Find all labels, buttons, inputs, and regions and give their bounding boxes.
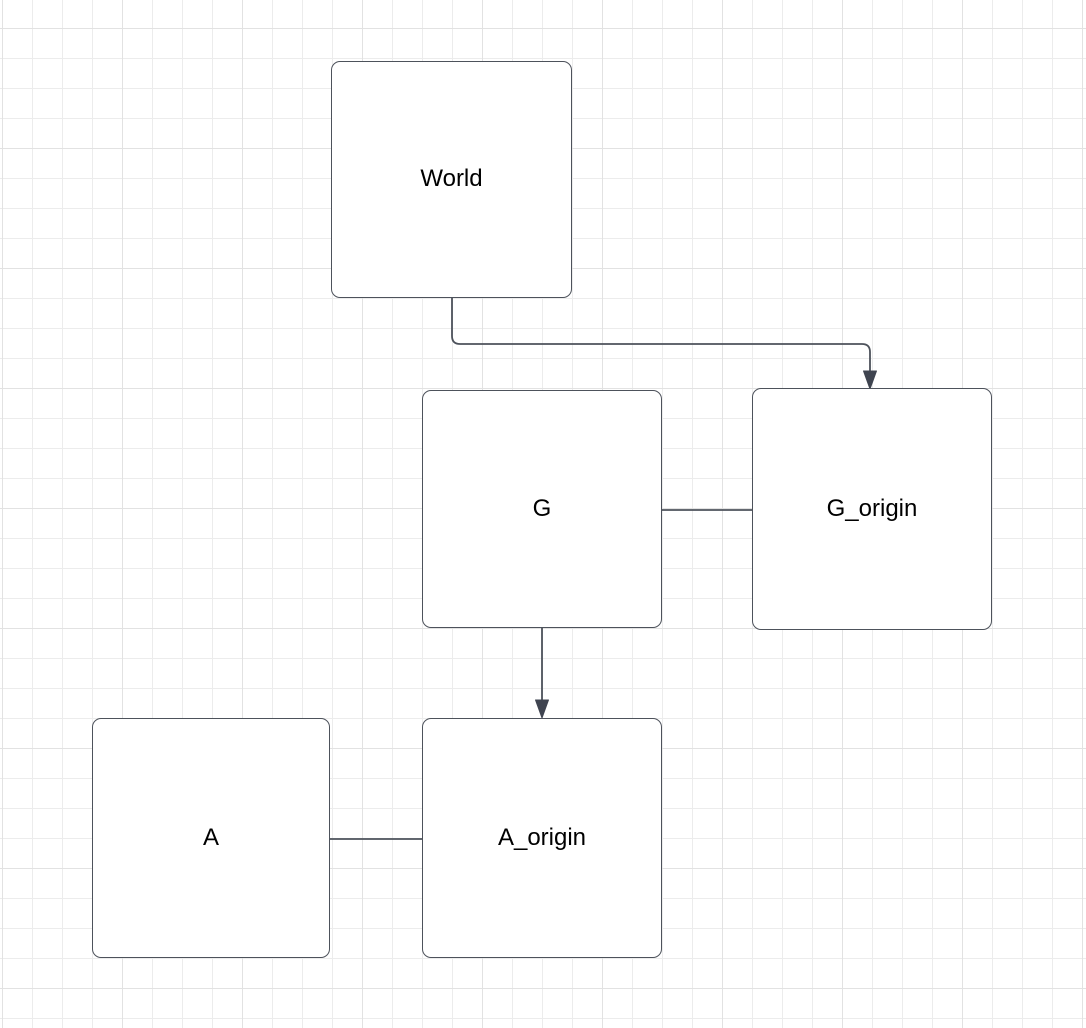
node-g-label: G [532,494,552,522]
arrowhead-down-icon [535,699,549,719]
edge-g-to-a-origin[interactable] [535,628,549,719]
node-a[interactable]: A [92,718,330,958]
edge-world-to-g-origin-line[interactable] [451,298,871,371]
node-g-origin[interactable]: G_origin [752,388,992,630]
node-world-label: World [420,165,483,193]
node-a-label: A [202,823,219,851]
node-a-origin[interactable]: A_origin [422,718,662,958]
edge-world-to-g-origin[interactable] [451,298,877,390]
node-a-origin-label: A_origin [497,823,587,851]
node-g-origin-label: G_origin [826,494,918,522]
node-world[interactable]: World [331,61,572,298]
node-g[interactable]: G [422,390,662,628]
arrowhead-down-icon [863,370,877,390]
